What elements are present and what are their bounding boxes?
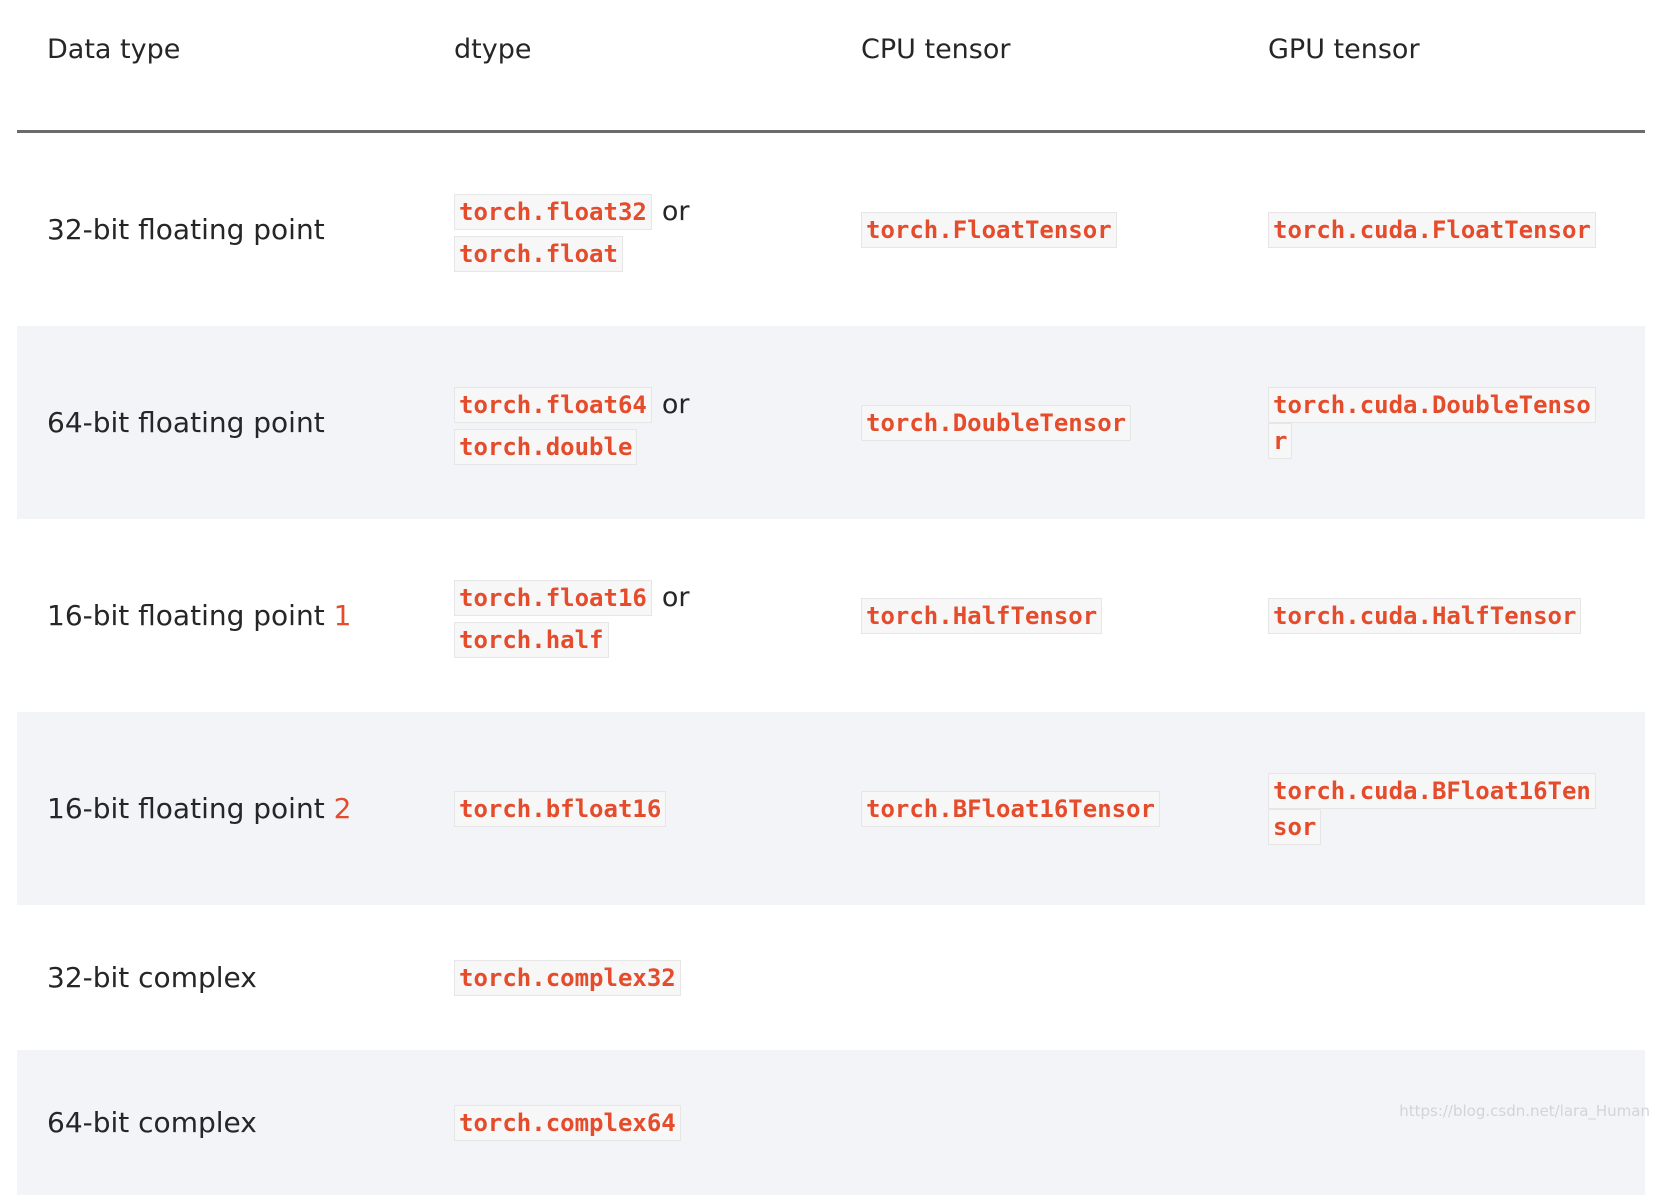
header-cpu-tensor: CPU tensor <box>861 34 1011 65</box>
cpu-tensor-cell: torch.BFloat16Tensor <box>861 712 1251 905</box>
gpu-tensor-code: torch.cuda.DoubleTenso <box>1268 386 1596 423</box>
data-type-label: 64-bit floating point <box>47 406 325 439</box>
cpu-tensor-cell: torch.HalfTensor <box>861 519 1251 712</box>
cpu-tensor-cell: torch.DoubleTensor <box>861 326 1251 519</box>
data-type-label: 16-bit floating point 2 <box>47 792 352 825</box>
dtype-line: torch.float64 or <box>454 380 689 429</box>
cpu-tensor-cell: torch.FloatTensor <box>861 133 1251 326</box>
table-row: 32-bit floating point torch.float32 or t… <box>17 133 1645 326</box>
footnote-link[interactable]: 2 <box>333 792 352 825</box>
dtype-cell: torch.complex64 <box>454 1050 844 1195</box>
header-data-type: Data type <box>47 34 181 65</box>
data-type-cell: 32-bit floating point <box>47 133 437 326</box>
table-header-row: Data type dtype CPU tensor GPU tensor <box>17 0 1645 133</box>
dtype-code: torch.float16 <box>454 579 652 616</box>
gpu-tensor-cell: torch.cuda.FloatTensor <box>1268 133 1640 326</box>
dtype-cell: torch.float16 or torch.half <box>454 519 844 712</box>
data-type-cell: 32-bit complex <box>47 905 437 1050</box>
dtype-line: torch.bfloat16 <box>454 790 667 827</box>
gpu-tensor-cell: torch.cuda.DoubleTenso r <box>1268 326 1640 519</box>
dtype-code: torch.float32 <box>454 193 652 230</box>
data-type-cell: 64-bit floating point <box>47 326 437 519</box>
gpu-tensor-code: torch.cuda.FloatTensor <box>1268 211 1596 248</box>
cpu-tensor-code: torch.FloatTensor <box>861 211 1117 248</box>
header-cell-cpu: CPU tensor <box>861 0 1251 65</box>
dtype-code: torch.bfloat16 <box>454 790 667 827</box>
gpu-tensor-code: torch.cuda.HalfTensor <box>1268 597 1582 634</box>
header-cell-dtype: dtype <box>454 0 844 65</box>
table-row: 64-bit floating point torch.float64 or t… <box>17 326 1645 519</box>
dtype-cell: torch.bfloat16 <box>454 712 844 905</box>
or-text: or <box>661 582 690 613</box>
dtype-line: torch.complex64 <box>454 1104 681 1141</box>
dtype-line: torch.float16 or <box>454 573 689 622</box>
gpu-line: torch.cuda.BFloat16Ten <box>1268 772 1596 809</box>
dtype-cell: torch.complex32 <box>454 905 844 1050</box>
gpu-line: r <box>1268 422 1596 459</box>
dtype-line: torch.complex32 <box>454 959 681 996</box>
gpu-tensor-cell: torch.cuda.HalfTensor <box>1268 519 1640 712</box>
dtype-code: torch.complex64 <box>454 1104 681 1141</box>
dtype-code: torch.complex32 <box>454 959 681 996</box>
data-type-label: 32-bit complex <box>47 961 257 994</box>
data-type-cell: 16-bit floating point 2 <box>47 712 437 905</box>
gpu-tensor-wrapped: torch.cuda.DoubleTenso r <box>1268 386 1596 459</box>
footnote-link[interactable]: 1 <box>333 599 352 632</box>
dtype-code: torch.float64 <box>454 386 652 423</box>
cpu-tensor-code: torch.BFloat16Tensor <box>861 790 1160 827</box>
dtype-cell: torch.float32 or torch.float <box>454 133 844 326</box>
dtype-alias-code: torch.double <box>454 429 638 465</box>
table-row: 32-bit complex torch.complex32 <box>17 905 1645 1050</box>
table-row: 64-bit complex torch.complex64 <box>17 1050 1645 1195</box>
cpu-tensor-code: torch.DoubleTensor <box>861 404 1132 441</box>
gpu-line: torch.cuda.DoubleTenso <box>1268 386 1596 423</box>
dtype-line: torch.float <box>454 236 623 272</box>
data-type-label: 16-bit floating point 1 <box>47 599 352 632</box>
dtype-line: torch.double <box>454 429 638 465</box>
data-type-label: 64-bit complex <box>47 1106 257 1139</box>
header-cell-data-type: Data type <box>47 0 437 65</box>
data-type-cell: 64-bit complex <box>47 1050 437 1195</box>
header-cell-gpu: GPU tensor <box>1268 0 1640 65</box>
gpu-tensor-cell: torch.cuda.BFloat16Ten sor <box>1268 712 1640 905</box>
gpu-tensor-code-continued: sor <box>1268 808 1322 845</box>
gpu-tensor-wrapped: torch.cuda.BFloat16Ten sor <box>1268 772 1596 845</box>
dtype-line: torch.float32 or <box>454 187 689 236</box>
cpu-tensor-code: torch.HalfTensor <box>861 597 1103 634</box>
or-text: or <box>661 389 690 420</box>
table-row: 16-bit floating point 1 torch.float16 or… <box>17 519 1645 712</box>
dtype-table: Data type dtype CPU tensor GPU tensor 32… <box>17 0 1645 1195</box>
data-type-label: 32-bit floating point <box>47 213 325 246</box>
table-row: 16-bit floating point 2 torch.bfloat16 t… <box>17 712 1645 905</box>
header-dtype: dtype <box>454 34 532 65</box>
header-gpu-tensor: GPU tensor <box>1268 34 1420 65</box>
dtype-alias-code: torch.half <box>454 622 609 658</box>
dtype-alias-code: torch.float <box>454 236 623 272</box>
or-text: or <box>661 196 690 227</box>
watermark: https://blog.csdn.net/lara_Human <box>1399 1102 1650 1120</box>
dtype-line: torch.half <box>454 622 609 658</box>
gpu-tensor-code-continued: r <box>1268 422 1293 459</box>
gpu-tensor-code: torch.cuda.BFloat16Ten <box>1268 772 1596 809</box>
data-type-cell: 16-bit floating point 1 <box>47 519 437 712</box>
dtype-cell: torch.float64 or torch.double <box>454 326 844 519</box>
gpu-line: sor <box>1268 808 1596 845</box>
